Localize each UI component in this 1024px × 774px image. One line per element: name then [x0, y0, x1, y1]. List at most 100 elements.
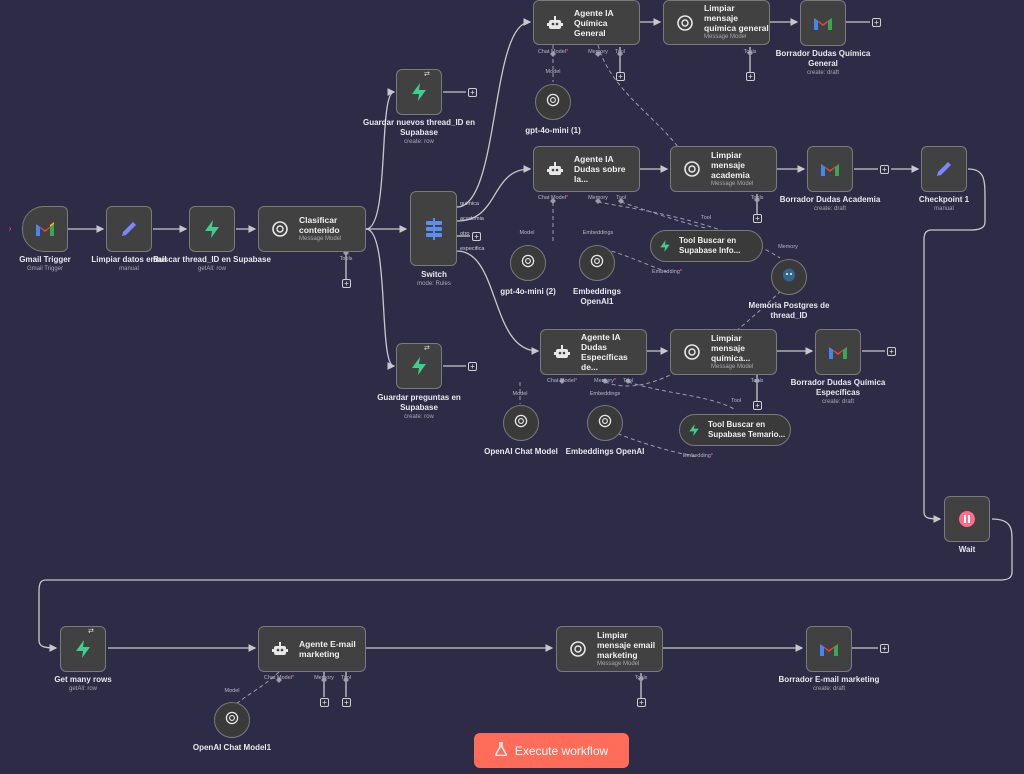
- action-icon: ⇄: [88, 628, 94, 635]
- node-subtitle: mode: Rules: [417, 281, 451, 287]
- add-memory-button[interactable]: +: [320, 698, 329, 707]
- openai-chat-node[interactable]: [503, 405, 539, 441]
- port-label: Chat Model: [263, 675, 292, 681]
- openai-icon: [679, 339, 705, 365]
- switch-output-label: otro: [460, 231, 470, 237]
- robot-icon: [542, 10, 568, 36]
- memory-port: Memory: [778, 244, 798, 250]
- tools-port: Tools: [634, 675, 648, 681]
- guardar-thread-node[interactable]: [396, 69, 442, 115]
- add-node-button[interactable]: +: [880, 644, 889, 653]
- node-title: Guardar nuevos thread_ID en Supabase: [362, 118, 476, 137]
- add-node-button[interactable]: +: [880, 165, 889, 174]
- buscar-thread-node[interactable]: [189, 206, 235, 252]
- add-tool-button[interactable]: +: [746, 72, 755, 81]
- node-title: Agente IA Dudas Específicas de...: [581, 332, 628, 372]
- tool-info-node[interactable]: Tool Buscar en Supabase Info...: [650, 230, 763, 262]
- action-icon: ⇄: [424, 71, 430, 78]
- node-title: Limpiar mensaje email marketing: [597, 629, 656, 660]
- switch-node[interactable]: [410, 191, 457, 266]
- openai-icon: [672, 10, 698, 36]
- add-tool-button[interactable]: +: [753, 401, 762, 410]
- openai-icon: [679, 156, 705, 182]
- add-node-button[interactable]: +: [468, 362, 477, 371]
- borrador-academia-node[interactable]: [807, 146, 853, 192]
- model-port: Model: [224, 688, 240, 694]
- openai-icon: [597, 413, 613, 434]
- node-subtitle: manual: [119, 266, 139, 272]
- port-label: Embedding: [683, 453, 711, 459]
- add-tool-button[interactable]: +: [753, 214, 762, 223]
- tool-port: Tool: [700, 215, 712, 221]
- port-label: Chat Model: [546, 378, 575, 384]
- checkpoint-node[interactable]: [921, 146, 967, 192]
- switch-output-label: especifica: [460, 246, 485, 252]
- action-icon: ⇄: [424, 345, 430, 352]
- borrador-general-node[interactable]: [800, 0, 846, 46]
- agente-email-node[interactable]: Agente E-mail marketing: [258, 626, 366, 672]
- node-title: Buscar thread_ID en Supabase: [153, 255, 271, 264]
- wait-node[interactable]: [944, 496, 990, 542]
- limpiar-quimica-node[interactable]: Limpiar mensaje química...Message Model: [670, 329, 777, 375]
- supabase-icon: [659, 239, 673, 253]
- borrador-email-node[interactable]: [806, 626, 852, 672]
- tool-port: Tool: [730, 398, 742, 404]
- memoria-node[interactable]: [771, 259, 807, 295]
- chat-model-port: Chat Model*: [547, 378, 577, 384]
- add-node-button[interactable]: +: [872, 18, 881, 27]
- node-title: Tool Buscar en Supabase Info...: [679, 236, 741, 255]
- openai-icon: [267, 216, 293, 242]
- switch-output-label: academia: [460, 216, 484, 222]
- openai-chat1-node[interactable]: [214, 702, 250, 738]
- agente-academia-node[interactable]: Agente IA Dudas sobre la...: [533, 146, 640, 192]
- gmail-icon: [817, 156, 843, 182]
- emb1-node[interactable]: [579, 245, 615, 281]
- borrador-especificas-node[interactable]: [815, 329, 861, 375]
- tool-temario-node[interactable]: Tool Buscar en Supabase Temario...: [679, 414, 791, 446]
- required-mark: *: [575, 378, 578, 384]
- node-subtitle: Message Model: [704, 34, 747, 40]
- gpt1-node[interactable]: [535, 84, 571, 120]
- tool-port: Tool: [615, 195, 627, 201]
- agente-especificas-node[interactable]: Agente IA Dudas Específicas de...: [540, 329, 647, 375]
- openai-icon: [589, 253, 605, 274]
- add-node-button[interactable]: +: [472, 232, 481, 241]
- emb2-node[interactable]: [587, 405, 623, 441]
- get-many-node[interactable]: [60, 626, 106, 672]
- model-port: Model: [512, 391, 528, 397]
- add-tool-button[interactable]: +: [637, 698, 646, 707]
- limpiar-datos-node[interactable]: [106, 206, 152, 252]
- add-tool-button[interactable]: +: [616, 72, 625, 81]
- guardar-preguntas-node[interactable]: [396, 343, 442, 389]
- node-subtitle: create: row: [404, 414, 434, 420]
- add-tool-button[interactable]: +: [342, 698, 351, 707]
- pencil-icon: [116, 216, 142, 242]
- tools-port: Tools: [750, 195, 764, 201]
- node-subtitle: Message Model: [299, 235, 342, 242]
- required-mark: *: [566, 195, 569, 201]
- edge: [597, 44, 681, 151]
- switch-icon: [421, 216, 447, 242]
- agente-general-node[interactable]: Agente IA Química General: [533, 0, 640, 45]
- openai-icon: [224, 710, 240, 731]
- gmail-trigger-node[interactable]: [22, 206, 68, 252]
- edge: [365, 88, 396, 230]
- robot-icon: [542, 156, 568, 182]
- node-subtitle: create: draft: [806, 70, 839, 76]
- node-subtitle: getAll: row: [68, 686, 97, 692]
- add-node-button[interactable]: +: [468, 88, 477, 97]
- execute-workflow-button[interactable]: Execute workflow: [474, 733, 629, 768]
- add-node-button[interactable]: +: [887, 347, 896, 356]
- model-port: Model: [519, 230, 535, 236]
- add-tool-button[interactable]: +: [342, 279, 351, 288]
- node-subtitle: getAll: row: [197, 266, 226, 272]
- gpt2-node[interactable]: [510, 245, 546, 281]
- node-title: Guardar preguntas en Supabase: [377, 393, 461, 412]
- openai-icon: [545, 92, 561, 113]
- edge: [456, 18, 532, 208]
